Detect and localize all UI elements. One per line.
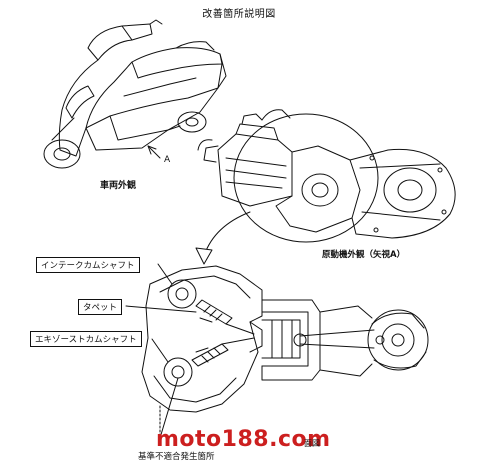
- scooter-caption: 車両外観: [100, 181, 137, 191]
- scooter-illustration: [43, 19, 227, 169]
- page-title: 改善箇所説明図: [202, 9, 276, 20]
- exhaust-camshaft-label: エキゾーストカムシャフト: [30, 331, 142, 347]
- view-arrow-a: [147, 145, 161, 159]
- nonconformity-area-caption: 基準不適合発生箇所: [138, 452, 215, 462]
- engine-caption: 原動機外観（矢視A）: [322, 250, 406, 260]
- zoom-arrow: [195, 211, 251, 265]
- tappet-label: タペット: [78, 299, 123, 315]
- label-leaders: [125, 263, 197, 439]
- section-fragment-caption: 面図: [304, 439, 320, 448]
- intake-camshaft-label: インテークカムシャフト: [36, 257, 140, 273]
- section-illustration: [141, 265, 429, 439]
- engine-illustration: [197, 109, 456, 243]
- site-watermark: moto188.com: [156, 427, 331, 452]
- view-marker-a: A: [164, 155, 171, 165]
